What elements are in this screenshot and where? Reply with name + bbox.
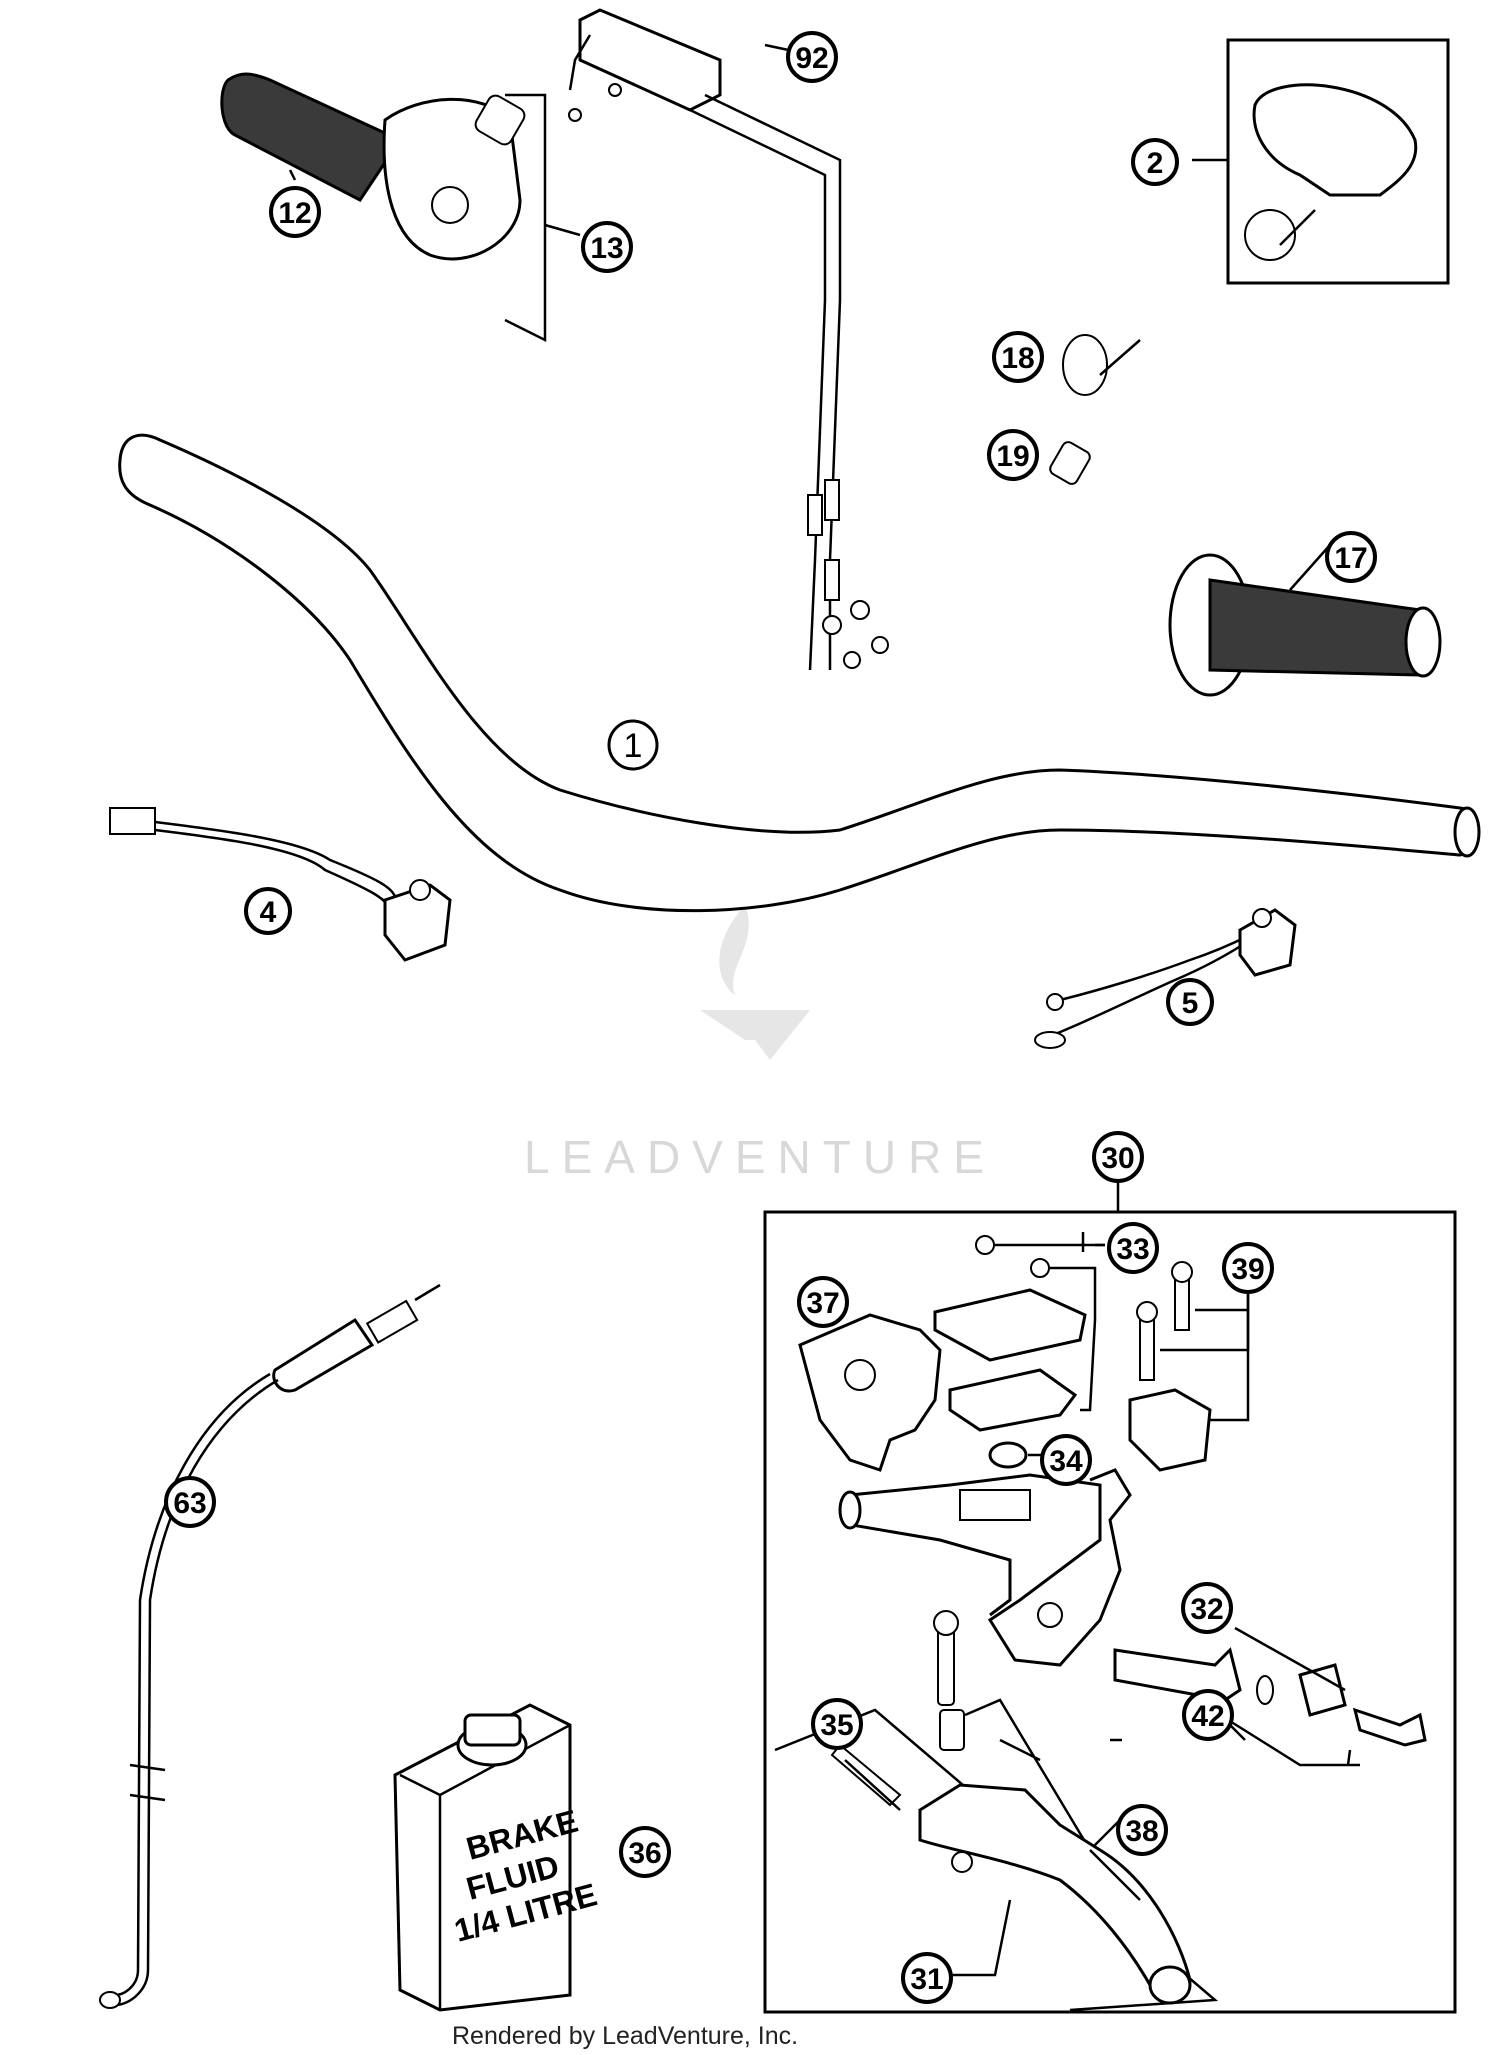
- callout-18: 18: [992, 331, 1044, 383]
- svg-text:12: 12: [278, 197, 311, 230]
- diaphragm: [988, 1441, 1028, 1469]
- callout-17: 17: [1325, 531, 1377, 583]
- throttle-bracket-line: [504, 93, 547, 343]
- svg-text:63: 63: [173, 1487, 206, 1520]
- svg-text:4: 4: [260, 896, 277, 929]
- leadventure-watermark-logo: [700, 905, 810, 1060]
- callout-30: 30: [1092, 1131, 1144, 1183]
- kill-switch-left: [109, 807, 452, 962]
- part-2-box: [1226, 38, 1450, 285]
- reservoir-gasket: [948, 1368, 1078, 1432]
- callout-13: 13: [581, 221, 633, 273]
- brake-light-switch: [99, 1283, 441, 2009]
- callout-12: 12: [269, 186, 321, 238]
- callout-2: 2: [1131, 138, 1179, 186]
- svg-text:32: 32: [1190, 1593, 1223, 1626]
- callout-1: 1: [607, 719, 659, 771]
- cap: [1252, 83, 1418, 197]
- callout-35: 35: [811, 1698, 863, 1750]
- callout-39: 39: [1222, 1242, 1274, 1294]
- svg-text:30: 30: [1101, 1142, 1134, 1175]
- switch-right: [1034, 908, 1297, 1049]
- svg-text:42: 42: [1191, 1700, 1224, 1733]
- svg-text:36: 36: [628, 1837, 661, 1870]
- callout-38: 38: [1116, 1804, 1168, 1856]
- master-cylinder-body: [838, 1468, 1132, 1667]
- svg-text:37: 37: [806, 1287, 839, 1320]
- svg-text:2: 2: [1147, 147, 1164, 180]
- svg-text:19: 19: [996, 440, 1029, 473]
- left-grip: [1168, 553, 1442, 697]
- callout-4: 4: [244, 887, 292, 935]
- lever-parts: [830, 1610, 1121, 1851]
- svg-text:5: 5: [1182, 987, 1199, 1020]
- svg-text:33: 33: [1116, 1233, 1149, 1266]
- callout-63: 63: [164, 1476, 216, 1528]
- svg-text:92: 92: [795, 42, 828, 75]
- callout-31: 31: [901, 1952, 953, 2004]
- svg-text:18: 18: [1001, 342, 1034, 375]
- callout-32: 32: [1181, 1582, 1233, 1634]
- svg-text:17: 17: [1334, 542, 1367, 575]
- cable-tie: [1062, 334, 1108, 396]
- svg-text:1: 1: [624, 727, 643, 765]
- callout-92: 92: [786, 31, 838, 83]
- watermark-text: LEADVENTURE: [524, 1131, 996, 1183]
- throttle-grip: [220, 72, 526, 261]
- svg-text:34: 34: [1049, 1445, 1083, 1478]
- piston-assembly: [1113, 1626, 1427, 1767]
- svg-text:39: 39: [1231, 1253, 1264, 1286]
- sleeve: [1049, 441, 1091, 485]
- throttle-cables: [568, 8, 889, 671]
- callout-19: 19: [987, 429, 1039, 481]
- rendered-by-footer: Rendered by LeadVenture, Inc.: [452, 2022, 799, 2050]
- handlebar-end: [1453, 806, 1481, 858]
- master-cylinder-box: [763, 1210, 1457, 2014]
- clamp-cover: [798, 1313, 942, 1472]
- callout-33: 33: [1107, 1222, 1159, 1274]
- callout-42: 42: [1182, 1689, 1234, 1741]
- callout-36: 36: [619, 1826, 671, 1878]
- svg-text:13: 13: [590, 232, 623, 265]
- svg-text:38: 38: [1125, 1815, 1158, 1848]
- svg-text:35: 35: [820, 1709, 853, 1742]
- brake-fluid-bottle: BRAKE FLUID 1/4 LITRE: [393, 1703, 601, 2012]
- callout-37: 37: [797, 1276, 849, 1328]
- callout-5: 5: [1166, 978, 1214, 1026]
- svg-text:31: 31: [910, 1963, 943, 1996]
- reservoir-cap: [933, 1288, 1087, 1362]
- callout-34: 34: [1040, 1434, 1092, 1486]
- clamp-screws: [1128, 1260, 1250, 1472]
